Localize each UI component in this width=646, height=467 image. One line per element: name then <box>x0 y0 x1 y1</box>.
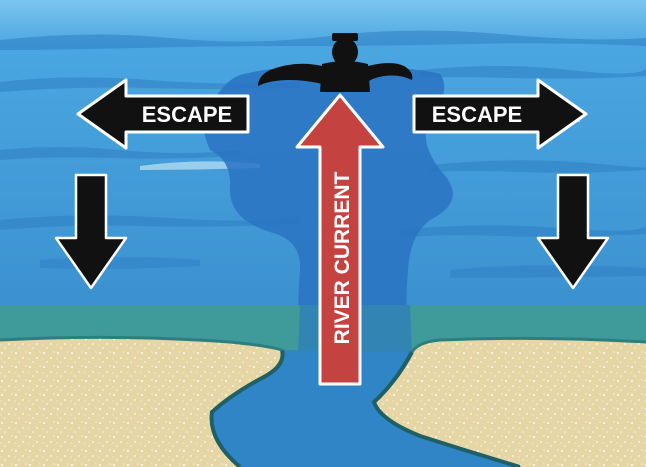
escape-label-right: ESCAPE <box>432 102 522 127</box>
escape-arrow-left: ESCAPE <box>76 78 250 150</box>
shoreline-edge <box>0 335 646 353</box>
escape-arrow-right: ESCAPE <box>412 78 588 150</box>
river-current-label: RIVER CURRENT <box>331 171 354 344</box>
river-channel-edge-right <box>371 351 521 467</box>
river-channel <box>211 350 521 467</box>
escape-label-left: ESCAPE <box>142 102 232 127</box>
swimmer-silhouette-icon <box>258 33 413 92</box>
river-channel-edge-left <box>209 349 285 467</box>
arrow-down-icon <box>536 173 610 290</box>
river-current-arrow: RIVER CURRENT <box>295 93 385 386</box>
arrow-down-icon <box>54 173 128 290</box>
